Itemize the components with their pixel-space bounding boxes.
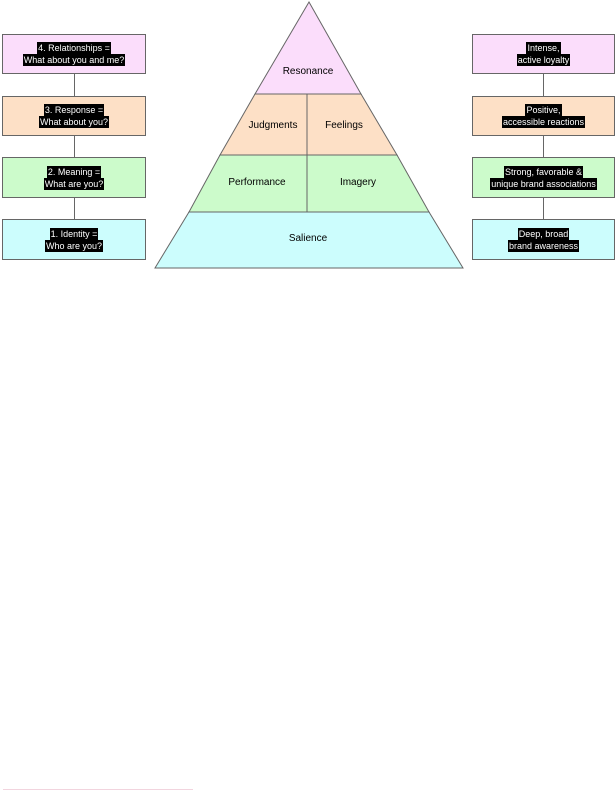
right-box-reactions-line2: accessible reactions	[501, 116, 586, 128]
right-box-associations-line1: Strong, favorable &	[503, 165, 584, 178]
pyramid-label-judgments: Judgments	[249, 120, 298, 131]
right-box-loyalty: Intense, active loyalty	[472, 34, 615, 74]
left-box-relationships-question: What about you and me?	[22, 54, 126, 66]
right-connector-3	[543, 198, 544, 219]
pyramid-level-salience	[154, 211, 464, 269]
pyramid-label-salience: Salience	[289, 233, 328, 244]
right-box-reactions: Positive, accessible reactions	[472, 96, 615, 136]
left-box-meaning-title: 2. Meaning =	[46, 165, 102, 178]
right-box-awareness: Deep, broad brand awareness	[472, 219, 615, 260]
left-box-meaning: 2. Meaning = What are you?	[2, 157, 146, 198]
pyramid-level-resonance	[254, 0, 362, 95]
right-box-loyalty-line2: active loyalty	[516, 54, 571, 66]
pyramid-label-performance: Performance	[228, 177, 286, 188]
left-connector-2	[74, 136, 75, 157]
brand-pyramid: Resonance Judgments Feelings Performance…	[154, 0, 464, 269]
left-box-relationships-title: 4. Relationships =	[37, 42, 111, 54]
left-box-meaning-question: What are you?	[43, 177, 105, 190]
pyramid-label-feelings: Feelings	[325, 120, 363, 131]
right-connector-1	[543, 74, 544, 96]
left-box-identity-question: Who are you?	[44, 239, 104, 252]
right-box-reactions-line1: Positive,	[525, 104, 562, 116]
right-box-awareness-line1: Deep, broad	[517, 227, 570, 240]
left-box-response-question: What about you?	[38, 116, 110, 128]
left-connector-1	[74, 74, 75, 96]
left-box-identity-title: 1. Identity =	[49, 227, 99, 240]
left-box-response: 3. Response = What about you?	[2, 96, 146, 136]
footer-divider	[3, 789, 193, 790]
left-box-identity: 1. Identity = Who are you?	[2, 219, 146, 260]
left-connector-3	[74, 198, 75, 219]
right-box-loyalty-line1: Intense,	[526, 42, 561, 54]
right-connector-2	[543, 136, 544, 157]
right-box-associations-line2: unique brand associations	[490, 177, 597, 190]
right-box-awareness-line2: brand awareness	[507, 239, 580, 252]
right-box-associations: Strong, favorable & unique brand associa…	[472, 157, 615, 198]
left-box-response-title: 3. Response =	[43, 104, 105, 116]
pyramid-label-imagery: Imagery	[340, 177, 376, 188]
left-box-relationships: 4. Relationships = What about you and me…	[2, 34, 146, 74]
pyramid-label-resonance: Resonance	[283, 66, 334, 77]
